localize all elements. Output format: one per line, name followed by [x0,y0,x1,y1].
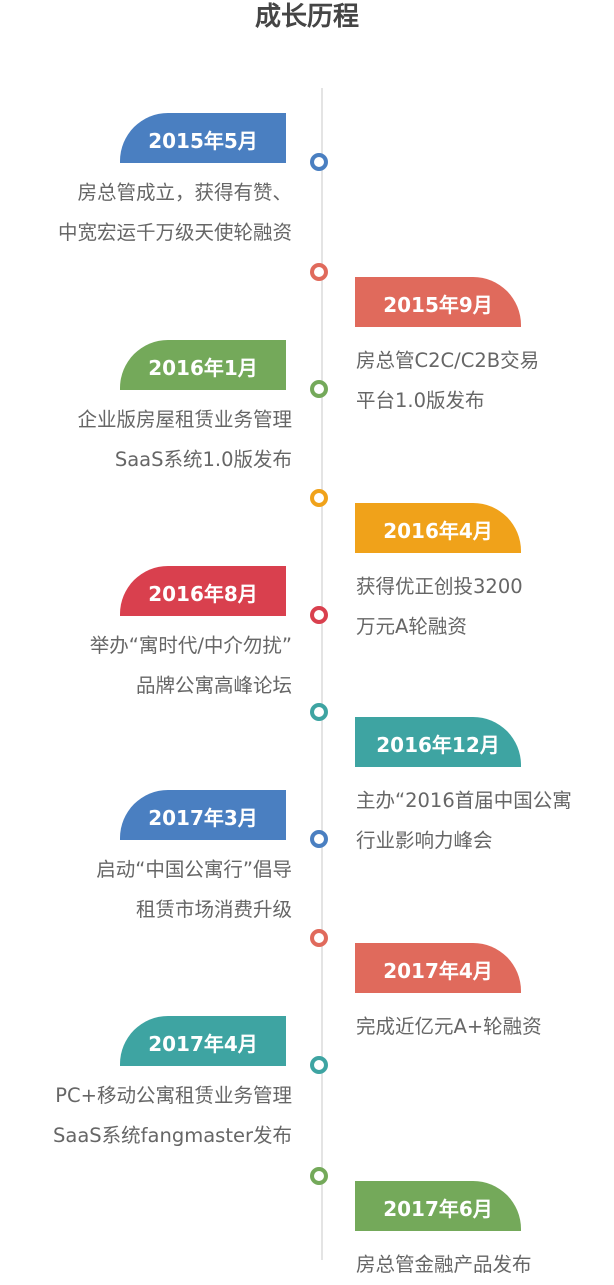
event-date-tag: 2016年4月 [355,503,521,553]
event-description: 启动“中国公寓行”倡导租赁市场消费升级 [96,850,292,930]
event-description-line: 获得优正创投3200 [356,575,523,598]
timeline-dot-icon [310,1056,328,1074]
event-date-tag: 2015年9月 [355,277,521,327]
event-date-tag: 2017年6月 [355,1181,521,1231]
timeline-dot-icon [310,1167,328,1185]
event-date-tag: 2016年1月 [120,340,286,390]
event-description-line: PC+移动公寓租赁业务管理 [55,1084,292,1107]
event-description-line: 房总管金融产品发布 [356,1253,532,1276]
event-description-line: 启动“中国公寓行”倡导 [96,858,292,881]
event-description: 主办“2016首届中国公寓行业影响力峰会 [356,781,572,861]
timeline-dot-icon [310,489,328,507]
event-description: 举办“寓时代/中介勿扰” 品牌公寓高峰论坛 [90,626,292,706]
timeline-dot-icon [310,929,328,947]
event-description-line: 平台1.0版发布 [356,389,485,412]
event-description-line: 房总管成立，获得有赞、 [77,181,292,204]
event-description-line: 品牌公寓高峰论坛 [135,674,292,697]
event-description-line: 行业影响力峰会 [356,829,493,852]
timeline-dot-icon [310,703,328,721]
timeline-axis [321,88,323,1260]
timeline-dot-icon [310,606,328,624]
event-description: PC+移动公寓租赁业务管理 SaaS系统fangmaster发布 [53,1076,292,1156]
timeline-dot-icon [310,263,328,281]
event-description: 房总管C2C/C2B交易平台1.0版发布 [356,341,539,421]
event-description: 房总管金融产品发布 [356,1245,532,1285]
event-description-line: 万元A轮融资 [356,615,467,638]
event-date-tag: 2017年3月 [120,790,286,840]
event-description-line: 完成近亿元A+轮融资 [356,1015,542,1038]
event-date-tag: 2016年12月 [355,717,521,767]
event-date-tag: 2017年4月 [355,943,521,993]
event-description-line: 租赁市场消费升级 [135,898,292,921]
event-description: 企业版房屋租赁业务管理 SaaS系统1.0版发布 [77,400,292,480]
event-description: 获得优正创投3200 万元A轮融资 [356,567,523,647]
event-date-tag: 2017年4月 [120,1016,286,1066]
event-date-tag: 2015年5月 [120,113,286,163]
event-date-tag: 2016年8月 [120,566,286,616]
event-description-line: 中宽宏运千万级天使轮融资 [57,221,292,244]
event-description-line: SaaS系统1.0版发布 [114,448,292,471]
event-description-line: SaaS系统fangmaster发布 [53,1124,292,1147]
event-description-line: 企业版房屋租赁业务管理 [77,408,292,431]
timeline-dot-icon [310,380,328,398]
event-description: 房总管成立，获得有赞、中宽宏运千万级天使轮融资 [58,173,292,253]
event-description-line: 举办“寓时代/中介勿扰” [89,634,292,657]
event-description: 完成近亿元A+轮融资 [356,1007,542,1047]
event-description-line: 房总管C2C/C2B交易 [356,349,540,372]
page-title: 成长历程 [254,2,359,32]
timeline-dot-icon [310,153,328,171]
event-description-line: 主办“2016首届中国公寓 [356,789,572,812]
timeline-dot-icon [310,830,328,848]
